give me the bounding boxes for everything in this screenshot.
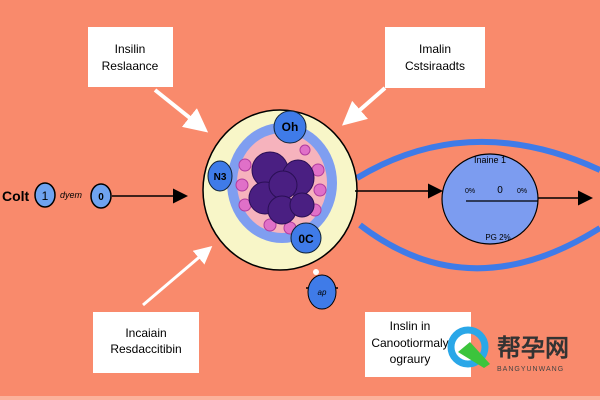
svg-text:Imalin: Imalin (419, 42, 451, 56)
svg-text:ap: ap (318, 288, 327, 297)
svg-text:Resdaccitibin: Resdaccitibin (110, 342, 181, 356)
label-box-bottom-left: Incaiain Resdaccitibin (93, 312, 199, 373)
svg-text:Cstsiraadts: Cstsiraadts (405, 59, 465, 73)
label-box-bottom-right: Inslin in Canootiormaly ograury (365, 312, 471, 377)
arrow-top-left (153, 88, 209, 133)
svg-text:Inaine 1: Inaine 1 (474, 155, 506, 165)
svg-text:PG 2%: PG 2% (485, 233, 510, 242)
svg-text:0: 0 (98, 192, 104, 203)
svg-text:帮孕网: 帮孕网 (497, 335, 569, 362)
svg-text:0%: 0% (517, 188, 527, 195)
cell-node-left: N3 (207, 160, 233, 192)
svg-text:Oh: Oh (282, 120, 299, 134)
arrow-bottom-left (142, 246, 213, 307)
dyem-label: dyem (60, 190, 83, 200)
right-circle: Inaine 1 0% 0 0% PG 2% (441, 153, 539, 245)
svg-text:0C: 0C (298, 232, 314, 246)
cell-node-top: Oh (273, 110, 307, 144)
colt-label: Colt (2, 188, 30, 204)
cell-node-bottom: 0C (290, 222, 322, 254)
lower-blue-arc (358, 222, 600, 272)
svg-text:Canootiormaly: Canootiormaly (371, 336, 448, 350)
bottom-strip (0, 396, 600, 400)
watermark-logo: 帮孕网 BANGYUNWANG (447, 326, 569, 373)
nucleus (248, 151, 315, 225)
svg-text:ograury: ograury (390, 352, 431, 366)
upper-blue-arc (355, 138, 600, 181)
svg-text:Reslaance: Reslaance (102, 59, 159, 73)
arrow-top-right (341, 86, 387, 126)
svg-text:0: 0 (497, 185, 503, 196)
node-0: 0 (90, 183, 112, 209)
svg-text:Insilin: Insilin (115, 42, 146, 56)
label-box-top-left: Insilin Reslaance (88, 27, 173, 87)
svg-text:0%: 0% (465, 188, 475, 195)
label-box-top-right: Imalin Cstsiraadts (385, 27, 485, 88)
svg-text:1: 1 (42, 189, 49, 203)
svg-text:Inslin in: Inslin in (390, 319, 431, 333)
svg-text:Incaiain: Incaiain (125, 326, 166, 340)
node-1: 1 (34, 182, 56, 208)
svg-text:N3: N3 (214, 172, 227, 183)
svg-text:BANGYUNWANG: BANGYUNWANG (497, 366, 564, 373)
node-below-cell: ap (306, 269, 338, 310)
